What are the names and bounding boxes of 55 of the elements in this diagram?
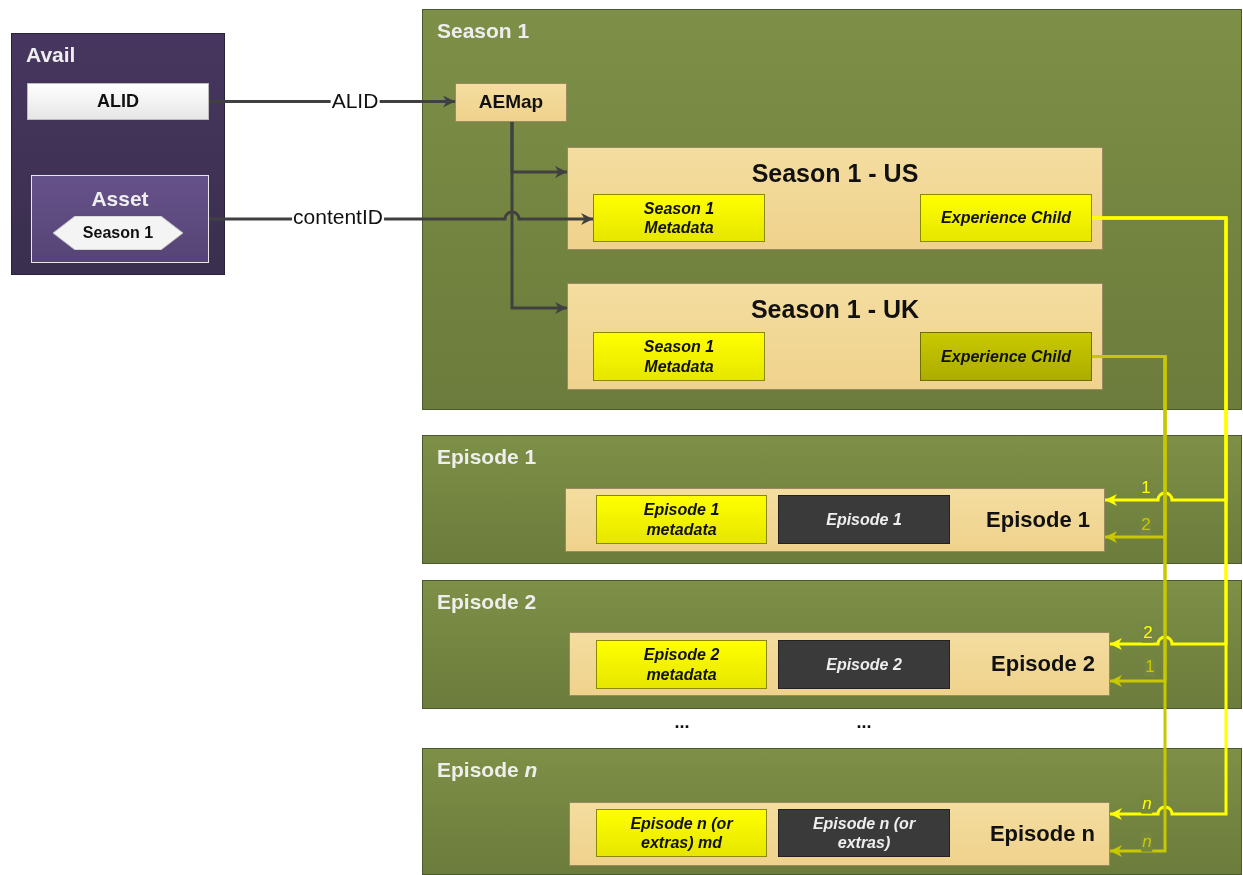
box-label: Season 1 Metadata bbox=[642, 337, 716, 376]
box-title: Episode 1 bbox=[986, 506, 1090, 534]
metadata-box bbox=[593, 332, 765, 381]
panel-title: Episode n bbox=[437, 757, 538, 783]
edge-label: n bbox=[1141, 832, 1153, 852]
record-box bbox=[565, 488, 1105, 552]
box-label: Episode n (or extras) md bbox=[629, 813, 735, 853]
hexagon-label: Season 1 bbox=[82, 223, 154, 243]
edge-label: n bbox=[1141, 794, 1153, 814]
box-title: Episode n bbox=[989, 820, 1095, 848]
box-title: Season 1 - US bbox=[751, 158, 919, 188]
metadata-box bbox=[596, 809, 767, 857]
box-label: Episode 2 metadata bbox=[642, 645, 721, 684]
group-panel bbox=[422, 9, 1242, 410]
connector-arrow bbox=[1092, 216, 1228, 820]
ellipsis-text: ... bbox=[674, 712, 690, 733]
metadata-box bbox=[920, 194, 1092, 242]
group-panel bbox=[422, 580, 1242, 709]
asset-box bbox=[31, 175, 209, 263]
group-panel bbox=[11, 33, 225, 275]
metadata-box bbox=[596, 640, 767, 689]
box-title: Asset bbox=[91, 186, 149, 212]
metadata-box bbox=[596, 495, 767, 544]
panel-title: Avail bbox=[26, 42, 76, 68]
metadata-box bbox=[920, 332, 1092, 381]
ellipsis-text: ... bbox=[856, 712, 872, 733]
box-title: AEMap bbox=[478, 91, 544, 114]
box-label: Experience Child bbox=[941, 208, 1071, 228]
panel-title: Season 1 bbox=[437, 18, 530, 44]
box-label: Episode 2 bbox=[826, 654, 902, 675]
record-box bbox=[455, 83, 567, 122]
record-box bbox=[569, 632, 1110, 696]
box-label: Experience Child bbox=[941, 346, 1071, 367]
connector-arrow bbox=[510, 122, 567, 314]
box-label: ALID bbox=[97, 90, 139, 113]
box-label: Episode 1 bbox=[826, 509, 902, 530]
box-label: Episode 1 metadata bbox=[642, 500, 721, 539]
id-box bbox=[27, 83, 209, 120]
media-box bbox=[778, 495, 950, 544]
media-box bbox=[778, 809, 950, 857]
record-box bbox=[567, 147, 1103, 250]
metadata-box bbox=[593, 194, 765, 242]
media-box bbox=[778, 640, 950, 689]
box-title: Episode 2 bbox=[991, 650, 1095, 678]
record-box bbox=[567, 283, 1103, 390]
box-title: Season 1 - UK bbox=[750, 294, 920, 324]
panel-title: Episode 2 bbox=[437, 589, 537, 615]
panel-title: Episode 1 bbox=[437, 444, 537, 470]
record-box bbox=[569, 802, 1110, 866]
edge-label: 1 bbox=[1144, 657, 1156, 677]
box-label: Episode n (or extras) bbox=[811, 813, 917, 853]
edge-label: 2 bbox=[1140, 515, 1152, 535]
group-panel bbox=[422, 748, 1242, 875]
group-panel bbox=[422, 435, 1242, 564]
box-label: Season 1 Metadata bbox=[642, 198, 716, 238]
